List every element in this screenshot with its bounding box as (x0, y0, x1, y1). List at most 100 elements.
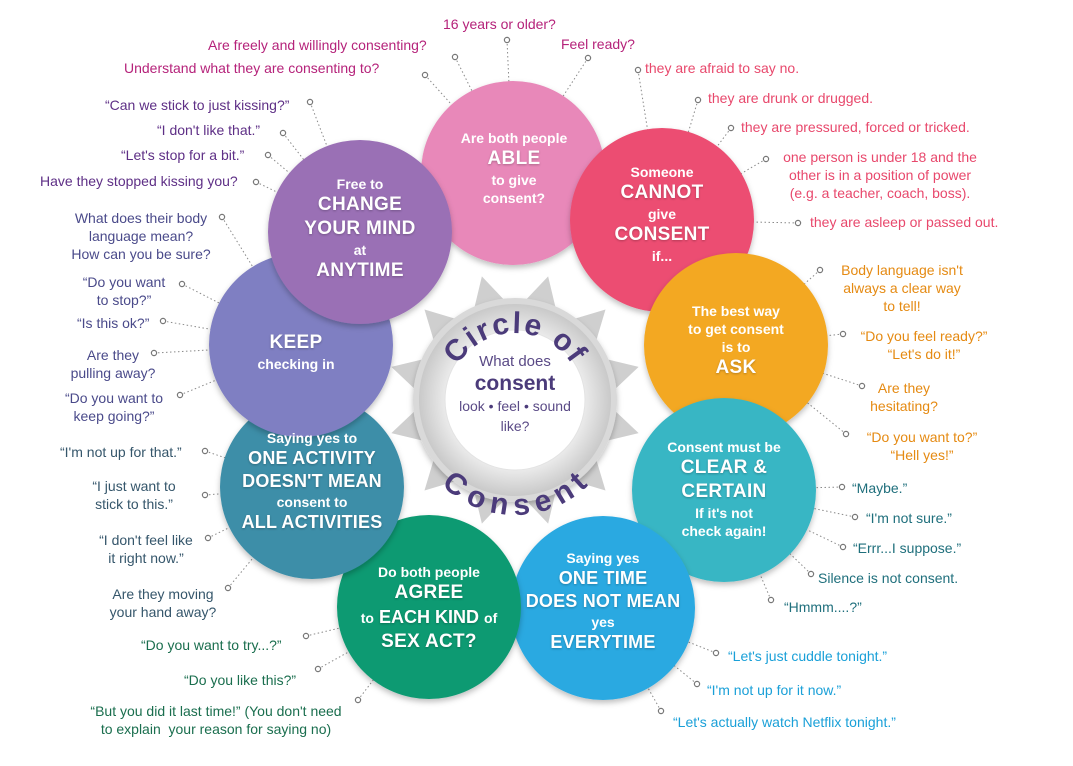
annotation-ask: “Do you feel ready?” “Let's do it!” (860, 328, 988, 362)
annotation-agree: “Do you want to try...?” (141, 637, 282, 653)
leader-dot (839, 330, 847, 338)
leader-dot (150, 349, 158, 357)
leader-dot (176, 391, 184, 399)
leader-dot (712, 649, 720, 657)
leader-line (309, 101, 329, 151)
annotation-agree: “Do you like this?” (184, 672, 297, 688)
leader-line (560, 57, 589, 100)
agree-line1: Do both people (378, 564, 480, 580)
leader-dot (851, 513, 859, 521)
oneactivity-big1: ONE ACTIVITY (248, 448, 376, 468)
center-disc (444, 329, 586, 471)
leader-dot (306, 98, 314, 106)
center-question-word: consent (474, 372, 556, 395)
annotation-ask: Body language isn't always a clear way t… (841, 262, 963, 314)
bullet-dot: • (523, 398, 529, 414)
leader-dot (264, 151, 272, 159)
change-big3: ANYTIME (316, 260, 404, 281)
leader-dot (451, 53, 459, 61)
leader-line (801, 269, 821, 287)
annotation-keep: Are they pulling away? (70, 347, 156, 381)
circle-oneactivity-label: Saying yes to ONE ACTIVITY DOESN'T MEAN … (222, 429, 402, 534)
leader-line (181, 283, 223, 306)
leader-dot (224, 584, 232, 592)
annotation-onetime: “Let's actually watch Netflix tonight.” (673, 714, 896, 730)
leader-line (803, 527, 844, 548)
circle-onetime (511, 516, 695, 700)
leader-line (686, 99, 699, 136)
agree-big2: EACH KIND (378, 607, 479, 627)
clear-line1: Consent must be (667, 439, 781, 455)
annotation-clear: “Errr...I suppose.” (853, 540, 962, 556)
change-line4: at (353, 242, 367, 258)
topic-circles (209, 81, 828, 700)
leader-line (786, 550, 812, 575)
circle-agree-label: Do both people AGREE to EACH KIND of SEX… (339, 563, 519, 654)
oneactivity-big3: ALL ACTIVITIES (241, 512, 383, 532)
sense-feel: feel (497, 398, 521, 414)
clear-line5: check again! (681, 523, 767, 539)
sense-look: look (459, 398, 485, 414)
clear-big2: CERTAIN (681, 481, 767, 502)
change-line1: Free to (336, 176, 384, 192)
annotation-onetime: “Let's just cuddle tonight.” (728, 648, 888, 664)
circle-keep-label: KEEP checking in (206, 331, 386, 373)
circle-change-label: Free to CHANGE YOUR MIND at ANYTIME (270, 175, 450, 283)
leader-line (810, 507, 856, 518)
annotation-cannot: they are pressured, forced or tricked. (741, 119, 970, 135)
agree-pre: to (360, 610, 374, 626)
circle-cannot-label: Someone CANNOT give CONSENT if... (572, 163, 752, 265)
leader-line (804, 399, 847, 435)
clear-big1: CLEAR & (680, 457, 768, 478)
annotation-cannot: one person is under 18 and the other is … (783, 149, 977, 201)
leader-line (207, 525, 234, 539)
sense-sound: sound (532, 398, 571, 414)
leader-dot (807, 570, 815, 578)
leader-line (357, 676, 376, 701)
leader-line (506, 39, 510, 86)
able-big: ABLE (487, 148, 541, 169)
ask-line1: The best way (692, 303, 780, 319)
onetime-line1: Saying yes (566, 550, 640, 566)
circle-able-label: Are both people ABLE to give consent? (424, 129, 604, 207)
ask-big: ASK (715, 357, 757, 378)
leader-dot (279, 129, 287, 137)
annotation-oneactivity: “I'm not up for that.” (60, 444, 182, 460)
annotation-able: Are freely and willingly consenting? (208, 37, 427, 53)
cannot-line3: give (647, 206, 676, 222)
annotation-change: Have they stopped kissing you? (40, 173, 238, 189)
leader-line (758, 570, 772, 601)
leader-line (749, 221, 799, 224)
onetime-big1: ONE TIME (558, 568, 648, 588)
annotation-keep: What does their body language mean? How … (71, 210, 211, 262)
leader-dot (204, 534, 212, 542)
leader-line (454, 56, 475, 95)
circle-oneactivity (220, 395, 404, 579)
leader-line (153, 349, 214, 354)
leader-dot (159, 317, 167, 325)
leader-line (179, 378, 220, 396)
annotation-ask: “Do you want to?” “Hell yes!” (866, 429, 978, 463)
keep-line2: checking in (257, 356, 335, 372)
leader-line (255, 181, 281, 195)
ask-line3: is to (721, 339, 751, 355)
leader-line (305, 626, 344, 637)
oneactivity-line4: consent to (276, 494, 348, 510)
leader-dot (693, 680, 701, 688)
able-line1: Are both people (460, 130, 568, 146)
leader-dot (657, 707, 665, 715)
leader-dot (302, 632, 310, 640)
leader-line (227, 554, 257, 589)
leader-line (221, 216, 256, 271)
leader-dot (858, 382, 866, 390)
circle-onetime-label: Saying yes ONE TIME DOES NOT MEAN yes EV… (513, 549, 693, 654)
leader-dot (839, 543, 847, 551)
leader-dot (842, 430, 850, 438)
leader-dot (584, 54, 592, 62)
agree-big1: AGREE (394, 582, 464, 603)
clear-line4: If it's not (695, 505, 753, 521)
change-big1: CHANGE (317, 194, 403, 215)
leader-dot (634, 66, 642, 74)
